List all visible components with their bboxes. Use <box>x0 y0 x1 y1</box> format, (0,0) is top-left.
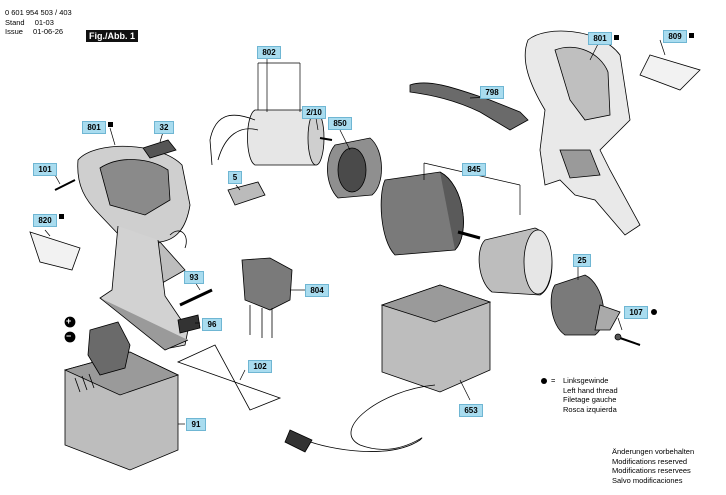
legend-line: Filetage gauche <box>563 395 617 404</box>
callout-5: 5 <box>228 171 242 184</box>
note-line: Änderungen vorbehalten <box>612 447 695 456</box>
chuck-part <box>550 274 621 336</box>
callout-2-10: 2/10 <box>302 106 326 119</box>
note-line: Salvo modificaciones <box>612 475 683 485</box>
square-marker <box>689 33 694 38</box>
housing-left-part <box>77 145 191 351</box>
callout-32: 32 <box>154 121 174 134</box>
callout-820: 820 <box>33 214 57 227</box>
modification-note: Änderungen vorbehalten Modifications res… <box>612 447 694 485</box>
clip-part <box>227 181 266 206</box>
doc-number: 0 601 954 503 / 403 <box>5 8 72 17</box>
legend-line: Rosca izquierda <box>563 404 617 414</box>
screw-101-part <box>54 179 76 191</box>
strap-part <box>409 82 529 131</box>
callout-802: 802 <box>257 46 281 59</box>
wire-loop-part <box>176 344 282 411</box>
callout-107: 107 <box>624 306 648 319</box>
legend: = Linksgewinde Left hand thread Filetage… <box>541 376 618 414</box>
legend-line: Left hand thread <box>563 385 618 395</box>
slider-part <box>177 314 201 334</box>
issue-row: Issue 01-06-26 <box>5 27 63 36</box>
callout-96: 96 <box>202 318 222 331</box>
charger-part <box>284 284 492 453</box>
label-plate-809 <box>639 54 701 91</box>
callout-801-top: 801 <box>588 32 612 45</box>
note-line: Modifications reserved <box>612 456 688 466</box>
gearbox-part <box>380 171 481 256</box>
legend-equals: = <box>551 376 556 385</box>
stand-value: 01-03 <box>34 18 54 27</box>
square-marker <box>614 35 619 40</box>
screw-107-part <box>614 333 641 346</box>
issue-label: Issue <box>5 27 23 36</box>
minus-terminal-label: − <box>66 331 72 341</box>
chuck-sleeve-part <box>478 227 553 296</box>
legend-line: Linksgewinde <box>563 376 609 385</box>
battery-part <box>63 321 180 471</box>
callout-798: 798 <box>480 86 504 99</box>
terminal-symbols <box>64 316 76 343</box>
callout-653: 653 <box>459 404 483 417</box>
callout-93: 93 <box>184 271 204 284</box>
note-line: Modifications reservees <box>612 466 691 475</box>
switch-part <box>241 257 293 338</box>
cap-part <box>142 139 177 159</box>
callout-91: 91 <box>186 418 206 431</box>
legend-dot-icon <box>541 378 547 384</box>
square-marker <box>108 122 113 127</box>
callout-809: 809 <box>663 30 687 43</box>
rod-part <box>179 288 213 307</box>
callout-845: 845 <box>462 163 486 176</box>
gear-ring-part <box>327 137 382 199</box>
left-thread-marker <box>651 309 657 315</box>
stand-row: Stand 01-03 <box>5 18 54 27</box>
callout-850: 850 <box>328 117 352 130</box>
issue-value: 01-06-26 <box>33 27 64 36</box>
callout-102: 102 <box>248 360 272 373</box>
stand-label: Stand <box>5 18 25 27</box>
callout-801-left: 801 <box>82 121 106 134</box>
housing-right-part <box>524 30 641 236</box>
callout-804: 804 <box>305 284 329 297</box>
callout-101: 101 <box>33 163 57 176</box>
figure-label: Fig./Abb. 1 <box>86 30 138 42</box>
label-plate-820 <box>29 231 81 271</box>
callout-25: 25 <box>573 254 591 267</box>
plus-terminal-label: + <box>66 316 72 326</box>
square-marker <box>59 214 64 219</box>
